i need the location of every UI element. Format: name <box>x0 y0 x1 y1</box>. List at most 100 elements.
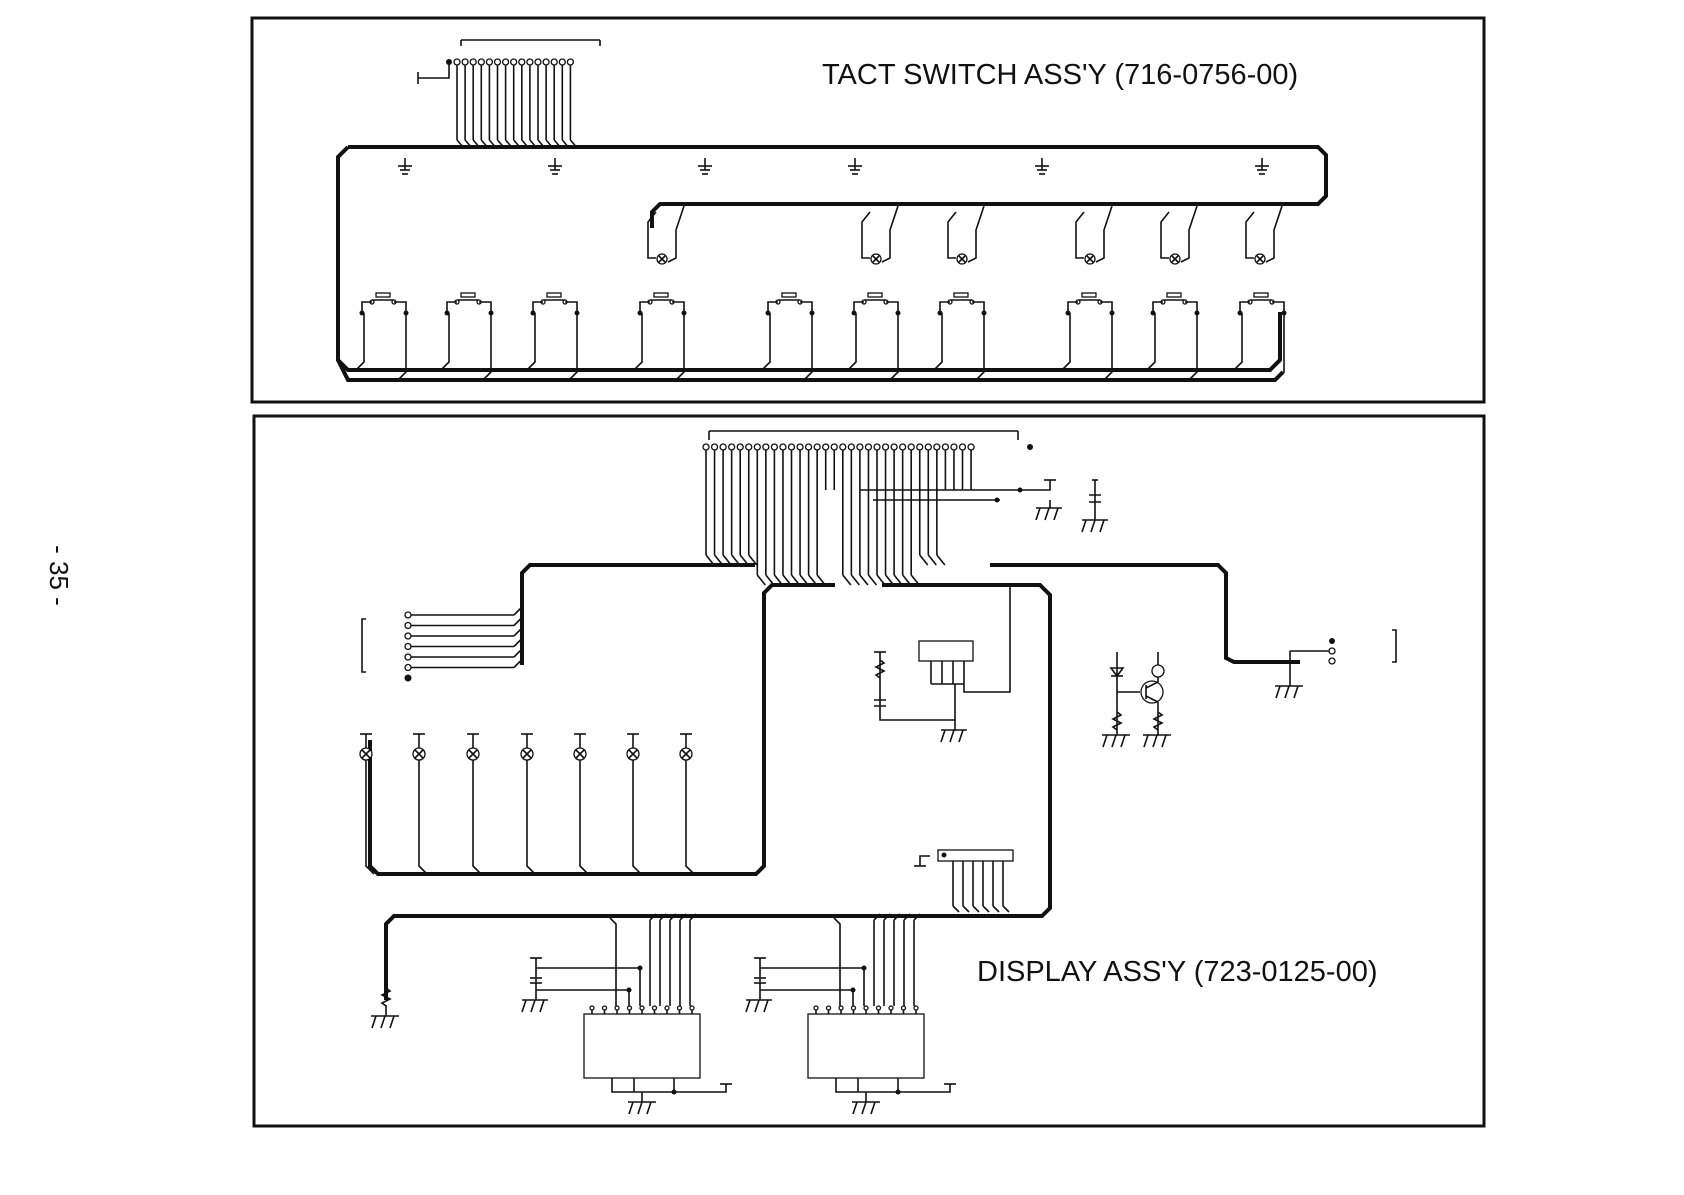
tact-connector <box>418 40 600 147</box>
connector-pin <box>503 59 509 65</box>
tact-switch <box>934 293 987 380</box>
connector-pin <box>823 444 829 450</box>
ground-symbol <box>848 158 862 174</box>
led <box>413 734 427 874</box>
ground-symbol <box>548 158 562 174</box>
ground-symbol <box>398 158 412 174</box>
connector-pin <box>831 444 837 450</box>
connector-pin <box>968 444 974 450</box>
connector-pin <box>486 59 492 65</box>
connector-pin <box>891 444 897 450</box>
led <box>1246 206 1282 264</box>
driver-ic-right <box>746 914 956 1114</box>
connector-pin <box>806 444 812 450</box>
connector-pin <box>857 444 863 450</box>
driver-ic-left <box>522 914 732 1114</box>
page-number: - 35 - <box>43 545 74 606</box>
tact-switch <box>634 293 687 380</box>
led <box>648 206 684 264</box>
display-assy: DISPLAY ASS'Y (723-0125-00) <box>254 416 1484 1126</box>
connector-pin <box>527 59 533 65</box>
connector-pin <box>559 59 565 65</box>
connector-pin <box>703 444 709 450</box>
connector-pin <box>551 59 557 65</box>
connector-pin <box>908 444 914 450</box>
connector-pin <box>840 444 846 450</box>
tact-switch <box>762 293 815 380</box>
connector-pin <box>917 444 923 450</box>
connector-pin <box>405 654 411 660</box>
connector-pin <box>814 444 820 450</box>
connector-pin <box>874 444 880 450</box>
display-left-connector <box>362 607 522 681</box>
tact-switch <box>1062 293 1115 380</box>
connector-pin <box>865 444 871 450</box>
connector-pin <box>720 444 726 450</box>
connector-pin <box>535 59 541 65</box>
connector-pin <box>462 59 468 65</box>
display-bus-center <box>370 585 835 874</box>
connector-pin <box>470 59 476 65</box>
connector-pin <box>797 444 803 450</box>
connector-pin <box>883 444 889 450</box>
connector-pin <box>405 675 411 681</box>
tact-switch <box>441 293 494 380</box>
connector-pin <box>519 59 525 65</box>
connector-pin <box>405 644 411 650</box>
display-small-connector <box>914 850 1013 912</box>
connector-pin <box>543 59 549 65</box>
connector-pin <box>405 633 411 639</box>
display-bus-left <box>522 565 755 665</box>
connector-pin <box>848 444 854 450</box>
connector-pin <box>942 444 948 450</box>
connector-pin <box>478 59 484 65</box>
connector-pin <box>737 444 743 450</box>
led <box>627 734 641 874</box>
connector-pin <box>925 444 931 450</box>
led <box>862 206 898 264</box>
connector-pin <box>789 444 795 450</box>
connector-pin <box>780 444 786 450</box>
led <box>1076 206 1112 264</box>
led <box>467 734 481 874</box>
led <box>680 734 694 874</box>
connector-pin <box>405 612 411 618</box>
connector-pin <box>951 444 957 450</box>
connector-pin <box>729 444 735 450</box>
connector-pin <box>746 444 752 450</box>
connector-pin <box>934 444 940 450</box>
connector-pin <box>763 444 769 450</box>
connector-pin <box>511 59 517 65</box>
led <box>521 734 535 874</box>
pullup-resistor <box>371 988 399 1028</box>
tact-switch-assy: TACT SWITCH ASS'Y (716-0756-00) <box>252 18 1484 402</box>
transistor-stage <box>1102 652 1171 747</box>
led <box>574 734 588 874</box>
tact-main-bus <box>348 147 1326 228</box>
connector-pin <box>900 444 906 450</box>
led <box>1161 206 1197 264</box>
connector-pin <box>567 59 573 65</box>
tact-switch <box>1147 293 1200 380</box>
tact-switch <box>527 293 580 380</box>
display-connector <box>703 431 1056 585</box>
connector-pin <box>405 665 411 671</box>
connector-pin <box>454 59 460 65</box>
led <box>948 206 984 264</box>
connector-pin <box>771 444 777 450</box>
display-title: DISPLAY ASS'Y (723-0125-00) <box>977 956 1378 988</box>
regulator-block <box>874 585 1010 742</box>
connector-pin <box>405 623 411 629</box>
connector-pin <box>495 59 501 65</box>
connector-pin <box>960 444 966 450</box>
display-bus-far-right <box>990 565 1300 662</box>
ground-symbol <box>1035 158 1049 174</box>
ground-symbol <box>698 158 712 174</box>
tact-switch-title: TACT SWITCH ASS'Y (716-0756-00) <box>822 59 1298 91</box>
tact-left-bus <box>338 147 1280 370</box>
ground-symbol <box>1255 158 1269 174</box>
tact-switch <box>356 293 409 380</box>
tact-switch <box>848 293 901 380</box>
